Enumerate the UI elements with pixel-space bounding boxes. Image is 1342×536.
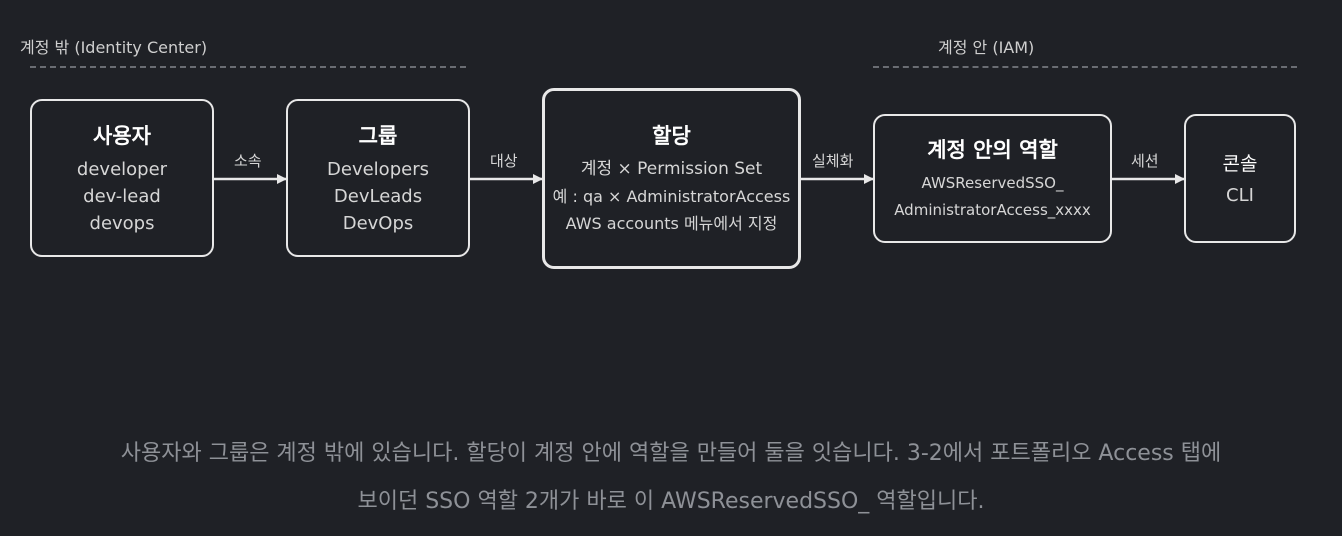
assignment-line: AWS accounts 메뉴에서 지정 xyxy=(565,214,778,233)
caption-line: 사용자와 그룹은 계정 밖에 있습니다. 할당이 계정 안에 역할을 만들어 둘… xyxy=(120,441,1222,466)
account-role-title: 계정 안의 역할 xyxy=(927,137,1058,162)
account-role-line: AdministratorAccess_xxxx xyxy=(894,200,1091,219)
outside-account-divider xyxy=(30,66,466,68)
console-node: 콘솔 CLI xyxy=(1184,114,1296,243)
inside-account-label: 계정 안 (IAM) xyxy=(938,38,1035,57)
users-line: devops xyxy=(89,212,155,234)
inside-account-divider xyxy=(873,66,1297,68)
edge-label-membership: 소속 xyxy=(234,152,262,170)
edge-label-target: 대상 xyxy=(490,152,518,170)
groups-line: DevOps xyxy=(342,212,414,234)
account-role-node: 계정 안의 역할 AWSReservedSSO_ AdministratorAc… xyxy=(873,114,1112,243)
console-title: 콘솔 xyxy=(1222,152,1258,175)
users-line: developer xyxy=(76,158,168,180)
edge-label-session: 세션 xyxy=(1131,152,1159,170)
assignment-line: 예 : qa × AdministratorAccess xyxy=(552,187,791,206)
users-line: dev-lead xyxy=(83,185,161,207)
assignment-title: 할당 xyxy=(652,124,691,148)
groups-line: Developers xyxy=(327,158,429,180)
users-node: 사용자 developer dev-lead devops xyxy=(30,99,214,257)
account-role-line: AWSReservedSSO_ xyxy=(921,173,1064,192)
caption-line: 보이던 SSO 역할 2개가 바로 이 AWSReservedSSO_ 역할입니… xyxy=(357,489,985,514)
edge-label-materialize: 실체화 xyxy=(812,152,854,170)
console-line: CLI xyxy=(1226,184,1254,206)
users-title: 사용자 xyxy=(93,123,151,148)
groups-title: 그룹 xyxy=(358,123,398,148)
assignment-node: 할당 계정 × Permission Set 예 : qa × Administ… xyxy=(542,88,801,269)
assignment-line: 계정 × Permission Set xyxy=(580,159,763,179)
groups-node: 그룹 Developers DevLeads DevOps xyxy=(286,99,470,257)
groups-line: DevLeads xyxy=(333,185,423,207)
outside-account-label: 계정 밖 (Identity Center) xyxy=(20,38,208,57)
diagram-caption: 사용자와 그룹은 계정 밖에 있습니다. 할당이 계정 안에 역할을 만들어 둘… xyxy=(0,430,1342,526)
